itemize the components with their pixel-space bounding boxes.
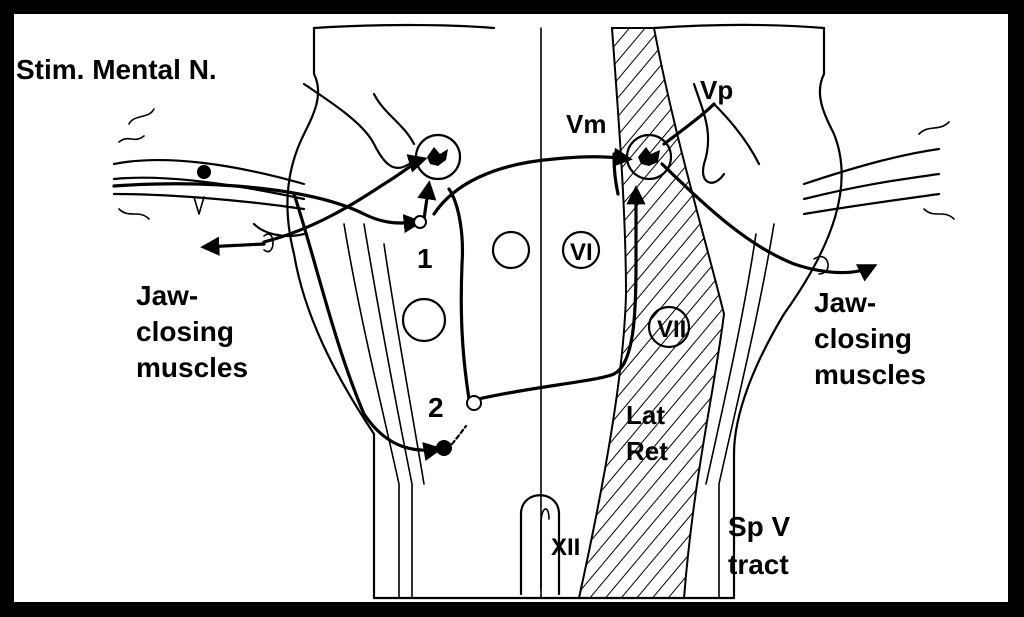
interneuron-2-label: 2 xyxy=(428,392,444,423)
left-nerve-root xyxy=(114,84,414,236)
jaw-left-line3: muscles xyxy=(136,352,248,383)
cell-body-top xyxy=(197,165,211,179)
synapse-markers xyxy=(194,165,828,456)
neural-pathways xyxy=(114,104,874,450)
circle-nucleus-a xyxy=(493,232,529,268)
brainstem-diagram: Stim. Mental N. Vp Vm 1 2 VI VII Jaw- cl… xyxy=(14,14,1008,602)
jaw-right-line2: closing xyxy=(814,323,912,354)
vm-label: Vm xyxy=(566,109,606,139)
spv-line2: tract xyxy=(728,549,789,580)
interneuron-1-label: 1 xyxy=(417,243,433,274)
bifurcation-mark xyxy=(194,197,204,214)
circle-nucleus-b xyxy=(403,299,445,341)
jaw-right-line3: muscles xyxy=(814,359,926,390)
xii-label: XII xyxy=(551,534,580,561)
vii-label: VII xyxy=(657,316,686,343)
vi-label: VI xyxy=(570,239,593,266)
jaw-right-line1: Jaw- xyxy=(814,287,876,318)
interneuron-2 xyxy=(467,396,481,410)
stim-mental-n-label: Stim. Mental N. xyxy=(16,54,217,85)
diagram-frame: Stim. Mental N. Vp Vm 1 2 VI VII Jaw- cl… xyxy=(14,14,1008,602)
vp-label: Vp xyxy=(700,75,733,105)
jaw-left-line2: closing xyxy=(136,316,234,347)
spv-line1: Sp V xyxy=(728,511,791,542)
ret-label: Ret xyxy=(626,436,668,466)
interneuron-1 xyxy=(414,216,426,228)
lat-label: Lat xyxy=(626,400,665,430)
jaw-left-line1: Jaw- xyxy=(136,280,198,311)
synapse-2-body xyxy=(436,440,452,456)
